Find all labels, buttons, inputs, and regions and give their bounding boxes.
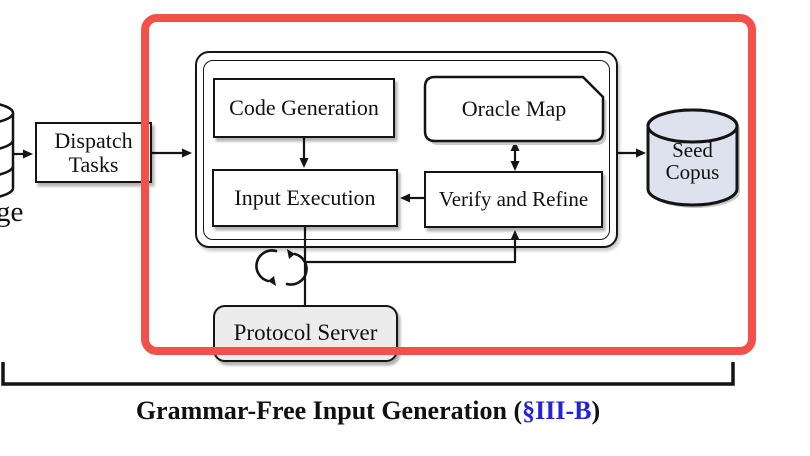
arrow-oracle-verify-bidirectional <box>510 141 520 171</box>
section-ref-link[interactable]: §III-B <box>522 396 592 425</box>
database-icon <box>646 108 740 208</box>
database-icon <box>0 103 15 198</box>
verify-and-refine-label: Verify and Refine <box>438 187 589 212</box>
pipeline-container-outer <box>195 51 618 248</box>
input-execution-label: Input Execution <box>234 185 376 211</box>
verify-and-refine-box: Verify and Refine <box>424 171 603 228</box>
protocol-server-label: Protocol Server <box>233 320 378 346</box>
protocol-server-box: Protocol Server <box>213 305 398 362</box>
cycle-arrows-icon <box>255 249 308 286</box>
dispatch-tasks-label-line1: Dispatch <box>54 128 133 154</box>
arrow-codegen-to-inputexec <box>299 138 309 168</box>
code-generation-box: Code Generation <box>213 78 395 138</box>
caption-text-prefix: Grammar-Free Input Generation ( <box>135 396 523 425</box>
arrow-dispatch-to-container <box>152 148 192 158</box>
caption-bracket <box>1 362 735 386</box>
arrow-verify-to-inputexec <box>400 193 424 203</box>
dispatch-tasks-label-line2: Tasks <box>68 151 119 177</box>
arrow-container-to-seed <box>618 148 646 158</box>
caption-text-suffix: ) <box>591 396 601 425</box>
figure-caption: Grammar-Free Input Generation (§III-B) <box>136 396 600 426</box>
arrow-storage-to-dispatch <box>12 149 33 159</box>
dispatch-tasks-box: Dispatch Tasks <box>35 122 152 183</box>
storage-label-fragment: ge <box>0 196 24 228</box>
input-execution-box: Input Execution <box>212 169 398 227</box>
oracle-map-shape <box>423 75 607 145</box>
pipeline-container-inner <box>203 60 610 240</box>
code-generation-label: Code Generation <box>229 95 379 121</box>
